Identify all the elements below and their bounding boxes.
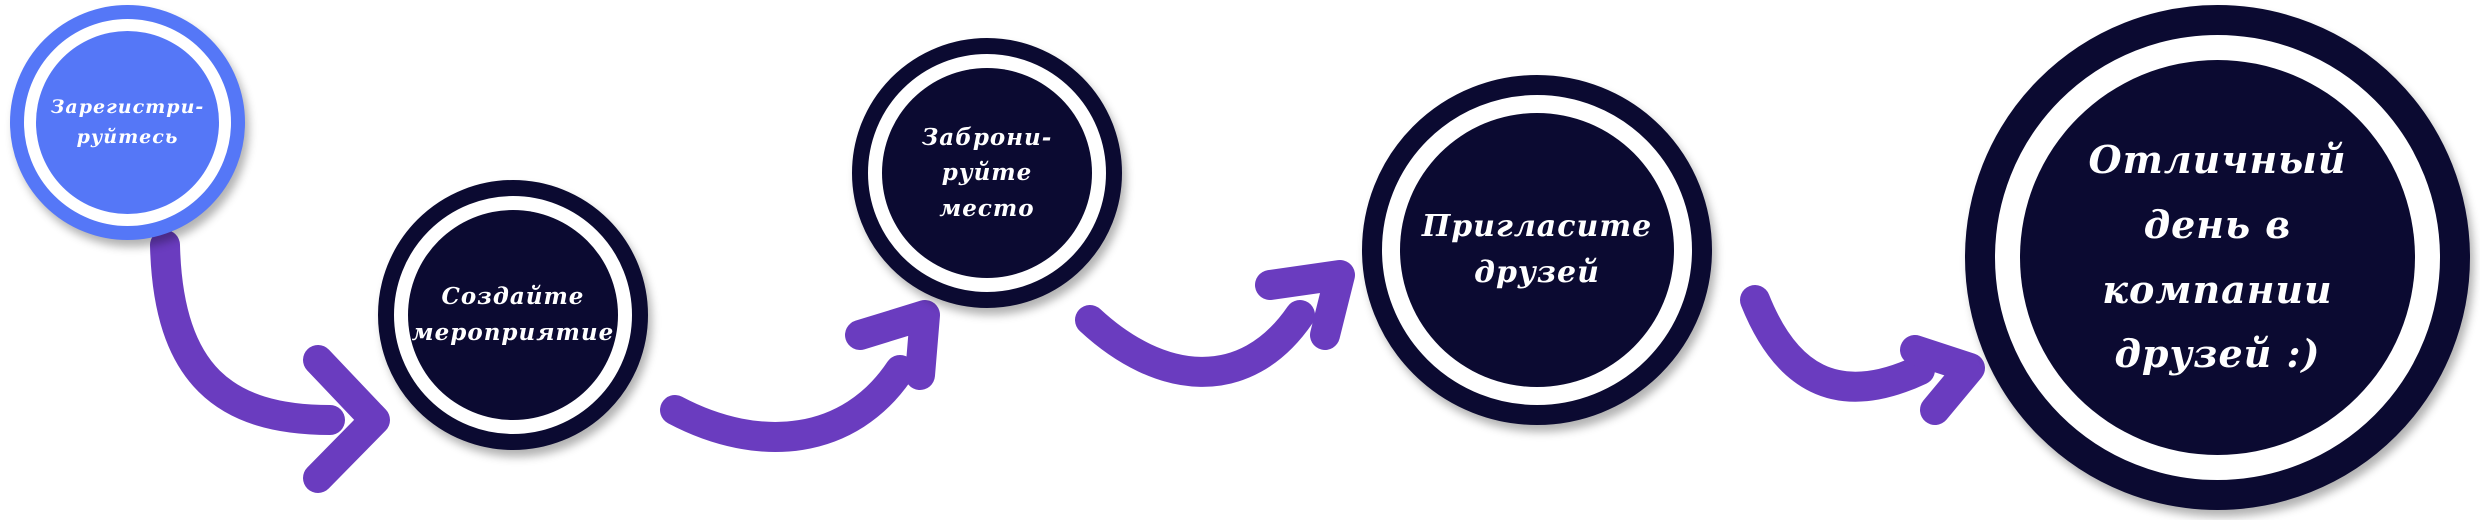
step-3-core: Заброни- руйте место — [882, 68, 1092, 278]
step-5-circle: Отличный день в компании друзей :) — [1965, 5, 2470, 510]
step-1-circle: Зарегистри- руйтесь — [10, 5, 245, 240]
step-2-core: Создайте мероприятие — [408, 210, 618, 420]
step-4-circle: Пригласите друзей — [1362, 75, 1712, 425]
step-4-label: Пригласите друзей — [1421, 208, 1653, 291]
step-3-circle: Заброни- руйте место — [852, 38, 1122, 308]
step-4-core: Пригласите друзей — [1400, 113, 1674, 387]
step-1-core: Зарегистри- руйтесь — [36, 31, 219, 214]
arrow-step3-to-step4 — [1075, 260, 1355, 387]
arrow-step2-to-step3 — [660, 300, 940, 452]
step-5-label: Отличный день в компании друзей :) — [2088, 137, 2347, 377]
arrow-step4-to-step5 — [1740, 285, 1985, 425]
arrow-step1-to-step2 — [150, 230, 390, 493]
step-3-label: Заброни- руйте место — [921, 123, 1053, 222]
step-2-circle: Создайте мероприятие — [378, 180, 648, 450]
step-5-core: Отличный день в компании друзей :) — [2020, 60, 2415, 455]
step-2-label: Создайте мероприятие — [411, 283, 615, 346]
step-1-label: Зарегистри- руйтесь — [50, 96, 205, 148]
